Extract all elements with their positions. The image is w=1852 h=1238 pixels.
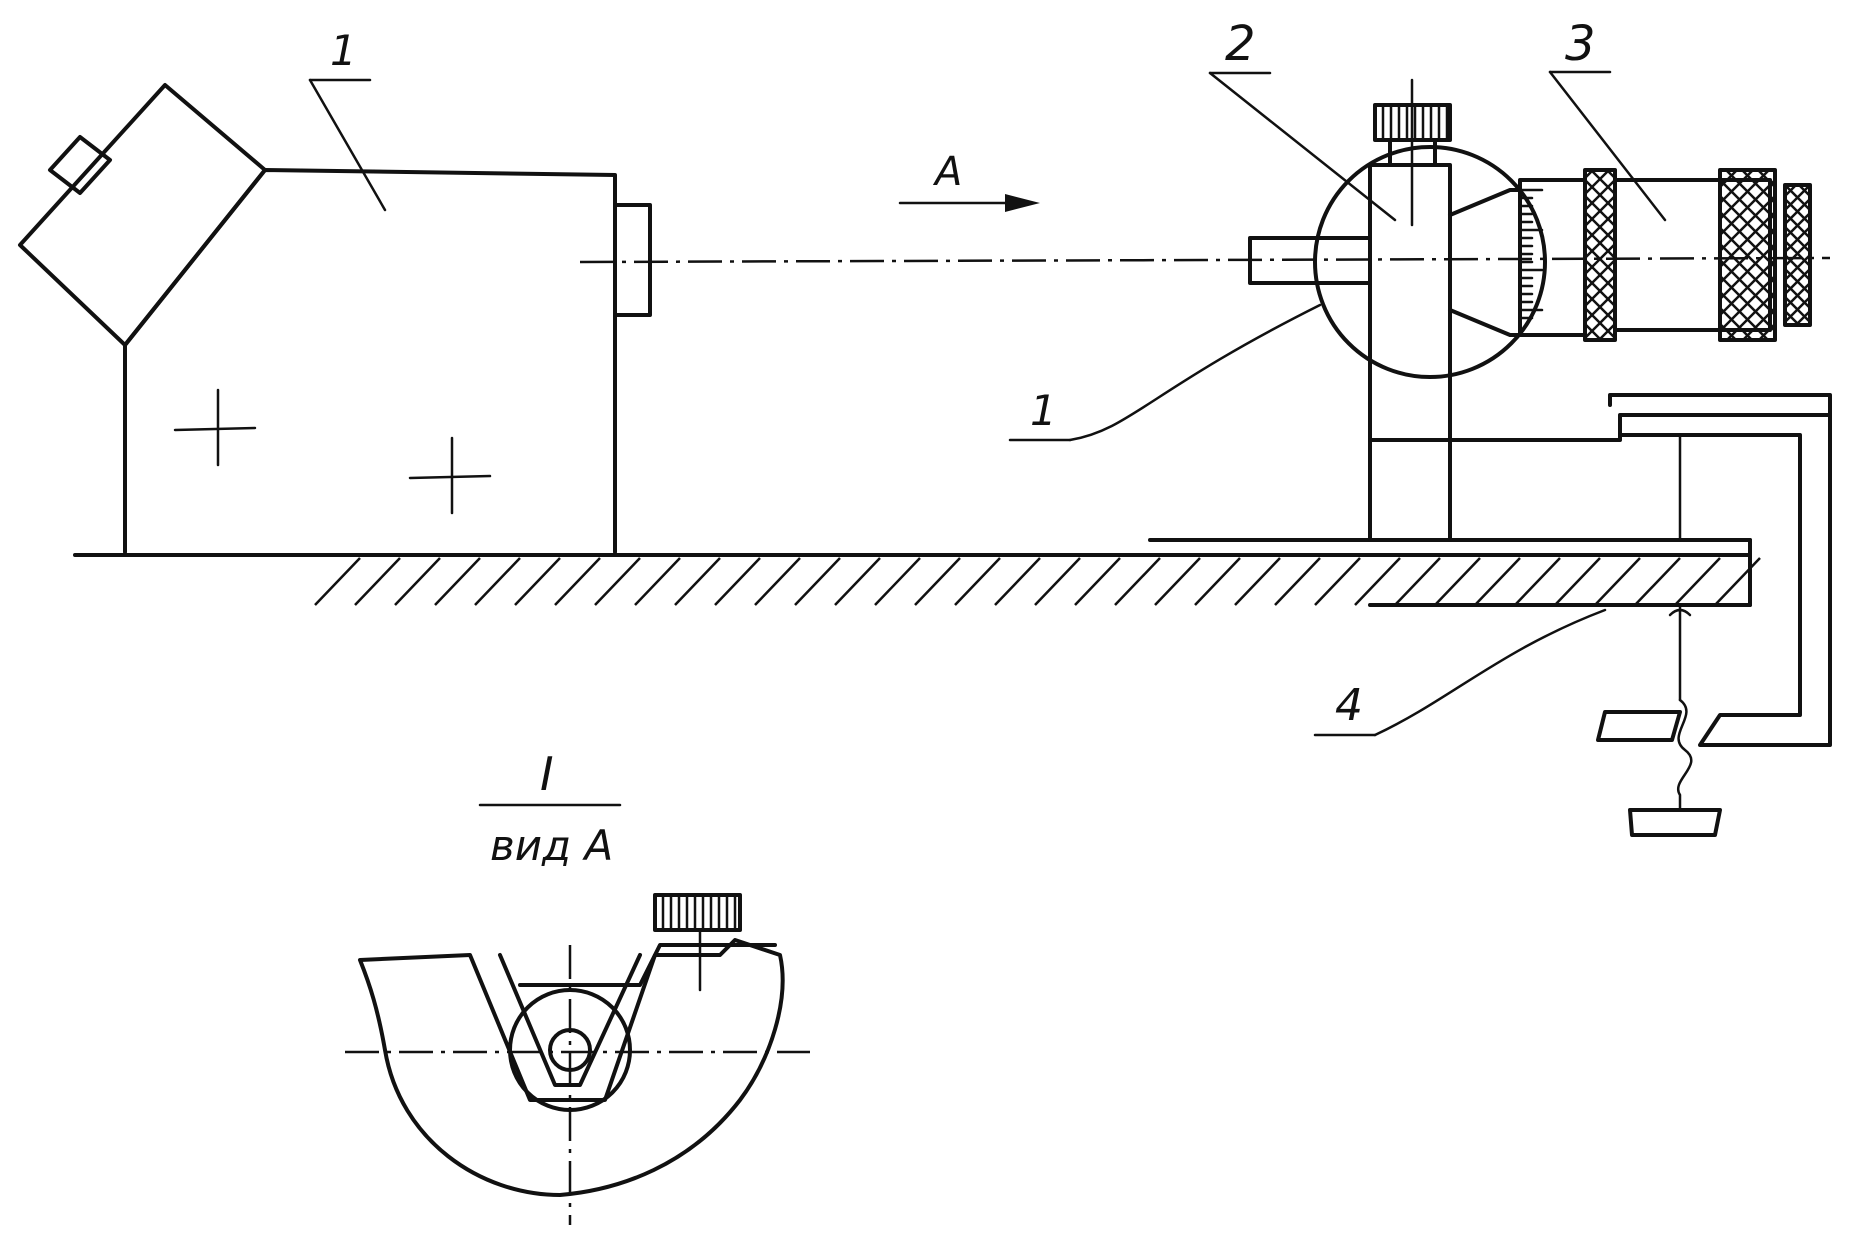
callout-4: 4 <box>1335 680 1363 731</box>
knurl-ring-b <box>1718 168 1777 342</box>
arrow-label-a: A <box>932 149 962 195</box>
detail-view-caption: вид А <box>490 821 613 870</box>
callout-3: 3 <box>1565 16 1596 72</box>
optical-device-body <box>18 83 652 554</box>
callout-1-mid: 1 <box>1030 386 1057 435</box>
knurl-ring-a <box>1583 168 1617 342</box>
base-plate <box>73 538 1761 607</box>
detail-knob-knurl <box>661 893 737 932</box>
view-direction-arrow: A <box>898 149 1040 212</box>
detail-number: I <box>540 747 554 801</box>
detail-view-drawing <box>345 893 810 1225</box>
top-knob-knurl <box>1381 103 1449 142</box>
callout-numbers: 1 2 3 1 4 <box>330 16 1596 731</box>
measuring-head <box>1248 78 1832 542</box>
knurl-ring-c <box>1783 183 1812 327</box>
c-clamp <box>1596 393 1832 837</box>
micrometer-scale <box>1518 188 1544 320</box>
callout-2: 2 <box>1225 16 1256 72</box>
optical-axis <box>579 256 1831 264</box>
detail-view-label: I вид А <box>478 747 622 870</box>
base-hatching <box>314 557 1761 606</box>
leader-lines <box>308 70 1667 737</box>
callout-1-top: 1 <box>330 26 357 75</box>
